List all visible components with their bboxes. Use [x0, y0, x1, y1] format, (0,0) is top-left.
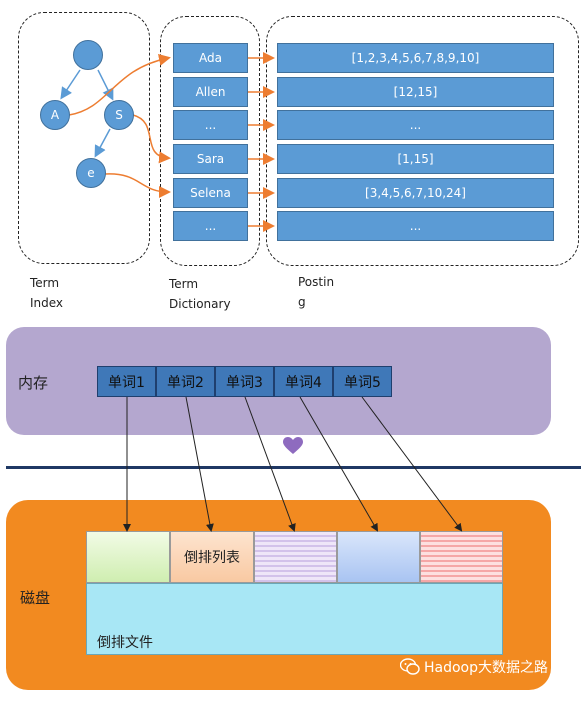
memory-disk-divider: [6, 466, 581, 469]
dictionary-term: ...: [173, 110, 248, 140]
dictionary-term: Ada: [173, 43, 248, 73]
tree-node-a: A: [40, 100, 70, 130]
memory-word: 单词2: [156, 366, 215, 397]
inverted-list-cell-4: [337, 531, 420, 583]
index-arrow-a-ada: [68, 54, 171, 116]
posting-list: [3,4,5,6,7,10,24]: [277, 178, 554, 208]
posting-region: [266, 16, 579, 266]
dictionary-term: Allen: [173, 77, 248, 107]
index-arrow-e-selena: [104, 173, 171, 198]
dictionary-term: Sara: [173, 144, 248, 174]
tree-edge-root-a: [60, 69, 81, 100]
watermark-text: Hadoop大数据之路: [424, 660, 549, 676]
word-arrow-5: [361, 396, 463, 532]
memory-word: 单词1: [97, 366, 156, 397]
index-arrow-s-sara: [132, 114, 171, 164]
wechat-icon: [400, 658, 420, 675]
inverted-file: 倒排文件: [86, 583, 503, 655]
inverted-list-cell-1: [86, 531, 170, 583]
dictionary-term: ...: [173, 211, 248, 241]
heart-icon: [283, 437, 303, 454]
memory-word: 单词3: [215, 366, 274, 397]
memory-label: 内存: [18, 374, 49, 392]
tree-node-root: [73, 40, 103, 70]
term-index-caption: Term Index: [30, 276, 64, 310]
word-arrow-2: [185, 396, 214, 532]
term-dictionary-region: [160, 16, 260, 266]
watermark: Hadoop大数据之路: [400, 657, 548, 677]
posting-list: ...: [277, 211, 554, 241]
term-dictionary-caption: Term Dictionary: [169, 277, 231, 311]
inverted-file-label: 倒排文件: [97, 635, 153, 651]
tree-edge-root-s: [97, 69, 114, 101]
disk-label: 磁盘: [20, 589, 51, 607]
word-arrow-4: [299, 396, 379, 532]
inverted-list-cell-2: 倒排列表: [170, 531, 254, 583]
tree-edge-s-e: [94, 128, 111, 158]
posting-caption: Postin g: [298, 275, 335, 309]
posting-list: [1,2,3,4,5,6,7,8,9,10]: [277, 43, 554, 73]
posting-list: ...: [277, 110, 554, 140]
posting-list: [12,15]: [277, 77, 554, 107]
memory-word: 单词4: [274, 366, 333, 397]
dictionary-term: Selena: [173, 178, 248, 208]
posting-list: [1,15]: [277, 144, 554, 174]
memory-word: 单词5: [333, 366, 392, 397]
word-arrow-3: [244, 396, 296, 532]
tree-node-s: S: [104, 100, 134, 130]
inverted-list-cell-5: [420, 531, 503, 583]
tree-node-e: e: [76, 158, 106, 188]
inverted-list-label: 倒排列表: [184, 550, 240, 566]
